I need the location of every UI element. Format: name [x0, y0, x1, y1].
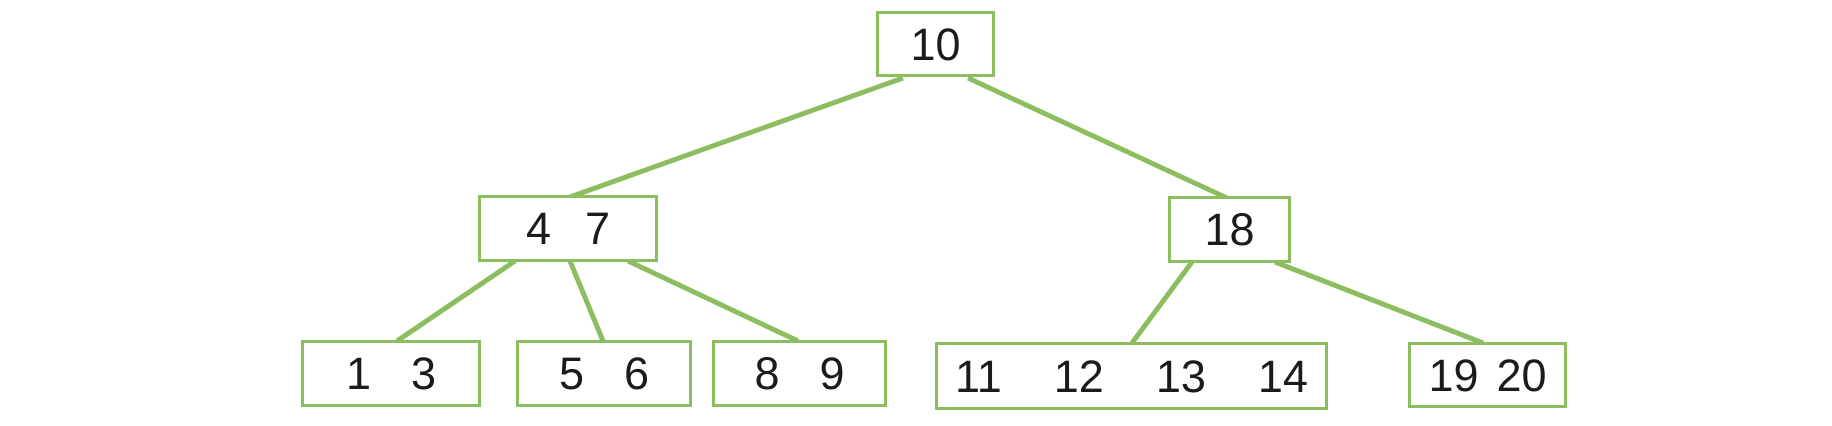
node-key: 14 [1257, 350, 1308, 402]
node-key: 20 [1496, 349, 1547, 401]
tree-node-leaf-4: 11 12 13 14 [935, 342, 1328, 410]
edge-root-to-internal-left [569, 75, 904, 200]
node-key: 12 [1053, 350, 1104, 402]
edge-internal-left-to-leaf-2 [567, 260, 606, 342]
node-key: 19 [1428, 349, 1479, 401]
tree-node-leaf-1: 1 3 [301, 340, 481, 407]
edge-internal-left-to-leaf-3 [626, 258, 800, 344]
node-key: 1 [345, 348, 371, 399]
tree-node-leaf-3: 8 9 [712, 340, 887, 407]
node-key: 8 [754, 348, 780, 399]
node-key: 9 [819, 348, 845, 399]
node-key: 13 [1155, 350, 1206, 402]
node-key: 10 [910, 18, 961, 70]
node-key: 7 [585, 203, 611, 254]
tree-node-root: 10 [876, 11, 995, 77]
edge-internal-right-to-leaf-5 [1274, 259, 1484, 346]
edge-internal-right-to-leaf-4 [1129, 260, 1195, 345]
tree-node-leaf-5: 19 20 [1408, 342, 1567, 408]
node-key: 4 [525, 203, 551, 254]
node-key: 6 [624, 348, 650, 399]
node-key: 18 [1204, 204, 1255, 255]
edge-internal-left-to-leaf-1 [395, 258, 517, 344]
tree-node-internal-right: 18 [1168, 196, 1291, 263]
tree-node-leaf-2: 5 6 [516, 340, 692, 407]
node-key: 5 [558, 348, 584, 399]
tree-node-internal-left: 4 7 [478, 195, 658, 262]
node-key: 3 [411, 348, 437, 399]
node-key: 11 [955, 350, 1002, 402]
edge-root-to-internal-right [966, 75, 1229, 201]
